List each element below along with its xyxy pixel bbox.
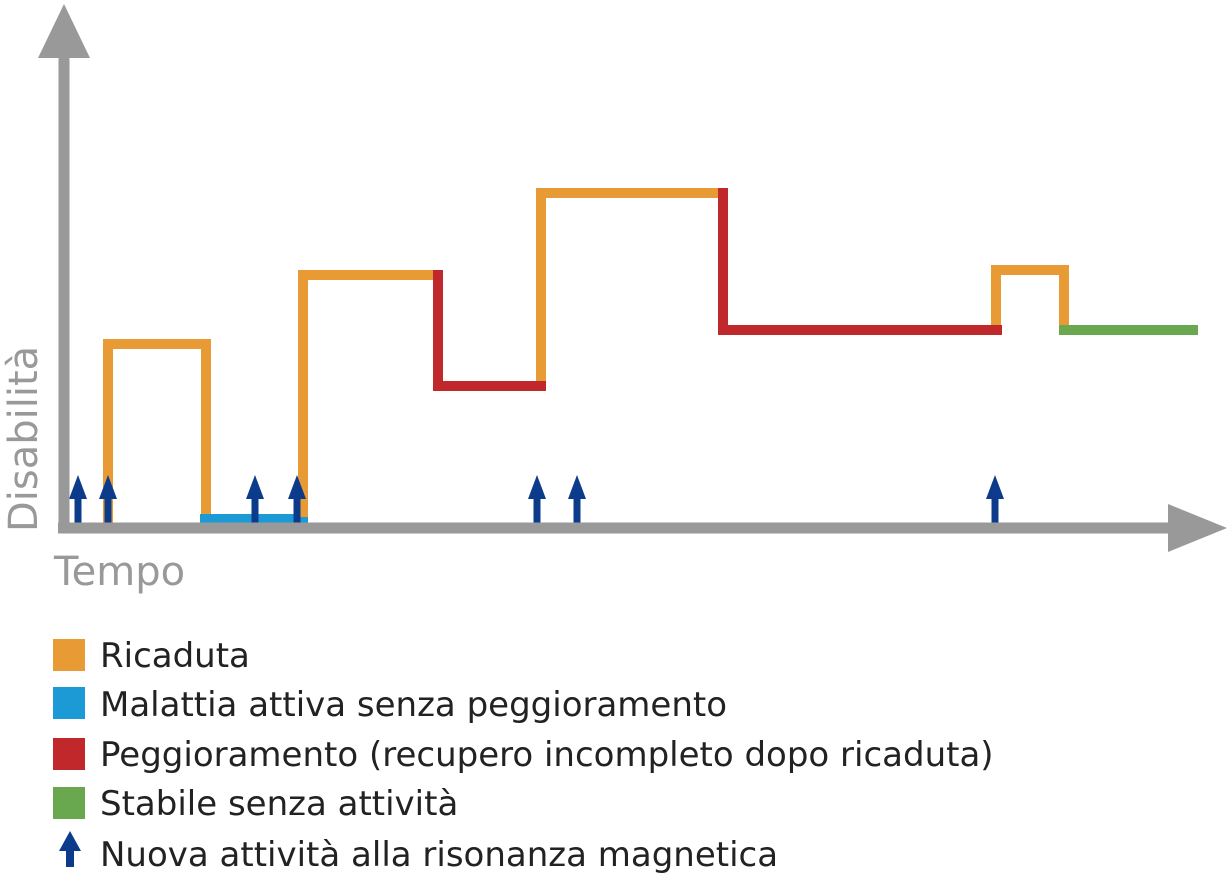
worsening-segment-1 — [433, 270, 546, 391]
mri-activity-arrow-7 — [986, 475, 1004, 524]
legend-swatch-worsening — [53, 738, 85, 770]
legend-swatch-stable — [53, 787, 85, 819]
legend-label-stable: Stabile senza attività — [100, 784, 458, 824]
y-axis-arrowhead — [38, 4, 90, 58]
legend-label-relapse: Ricaduta — [100, 636, 250, 676]
legend: Ricaduta Malattia attiva senza peggioram… — [53, 636, 994, 875]
mri-activity-arrow-6 — [568, 475, 586, 524]
legend-label-mri: Nuova attività alla risonanza magnetica — [100, 835, 778, 875]
legend-label-active: Malattia attiva senza peggioramento — [100, 685, 727, 725]
legend-swatch-relapse — [53, 639, 85, 671]
relapse-segment-3 — [536, 188, 720, 381]
mri-activity-arrow-5 — [528, 475, 546, 524]
mri-activity-arrow-1 — [69, 475, 87, 524]
legend-label-worsening: Peggioramento (recupero incompleto dopo … — [100, 735, 994, 775]
x-axis-label: Tempo — [53, 549, 185, 595]
mri-activity-arrow-2 — [99, 475, 117, 524]
mri-activity-arrow-3 — [246, 475, 264, 524]
axes: Tempo Disabilità — [1, 4, 1227, 595]
relapse-segment-4 — [991, 265, 1069, 330]
disability-step-path — [103, 188, 1198, 527]
mri-activity-arrow-4 — [288, 475, 306, 524]
x-axis-arrowhead — [1168, 504, 1227, 552]
legend-swatch-active — [53, 687, 85, 719]
mri-activity-arrows — [69, 475, 1004, 524]
arrow-up-icon — [59, 831, 81, 867]
relapse-segment-2 — [298, 270, 438, 517]
worsening-segment-2 — [718, 188, 1002, 335]
relapse-segment-1 — [103, 339, 211, 527]
y-axis-label: Disabilità — [1, 346, 47, 532]
